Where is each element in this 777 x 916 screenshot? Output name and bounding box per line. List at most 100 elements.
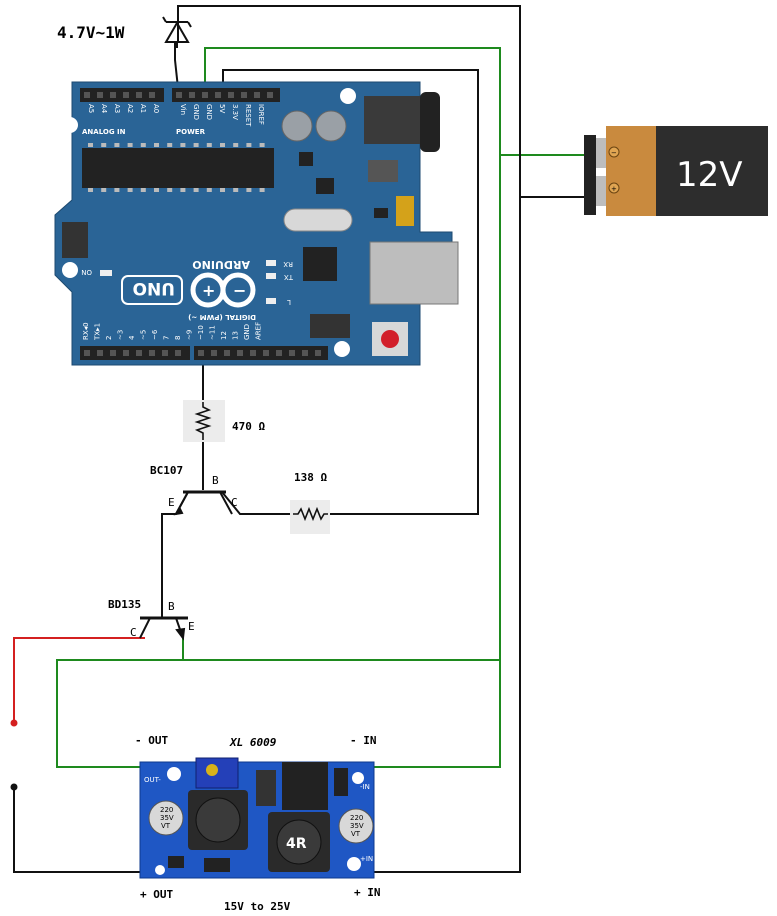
battery-label: 12V	[676, 155, 743, 195]
header-hole	[276, 350, 282, 356]
wire-zener-vin	[174, 42, 179, 89]
converter-cap-in	[338, 808, 374, 844]
resistor-470-label: 470 Ω	[232, 420, 265, 433]
digital-pin-label: 4	[128, 335, 136, 340]
bc107-label: BC107	[150, 464, 183, 477]
power-pin-label: GND	[205, 104, 213, 120]
chip-leg	[167, 188, 173, 192]
arduino-logo: + −	[190, 272, 256, 308]
chip-leg	[233, 143, 239, 147]
header-power	[172, 88, 280, 102]
led-on-label: ON	[81, 268, 92, 276]
resistor-138	[293, 506, 328, 522]
bd135-collector-label: C	[130, 626, 137, 639]
chip-leg	[114, 143, 120, 147]
cap-in-l2: 35V	[350, 822, 364, 830]
wire-out-minus	[56, 659, 183, 768]
header-hole	[224, 350, 230, 356]
power-pin-label: Vin	[179, 104, 187, 115]
wire-gnd-converter-in	[365, 155, 501, 768]
chip-leg	[180, 188, 186, 192]
header-digital-high	[194, 346, 328, 360]
crystal	[283, 208, 353, 232]
xl6009-chip	[256, 770, 276, 806]
wire-collector	[221, 491, 293, 515]
chip-leg	[127, 188, 133, 192]
header-hole	[254, 92, 260, 98]
header-hole	[84, 350, 90, 356]
wire-emitter-out-minus	[182, 638, 500, 661]
header-hole	[84, 92, 90, 98]
battery-neg-sign: −	[611, 149, 617, 157]
header-hole	[110, 92, 116, 98]
digital-pin-label: TX▸1	[94, 323, 102, 341]
digital-pin-label: ~6	[151, 329, 159, 340]
bd135-emitter-label: E	[188, 620, 195, 633]
digital-pin-label: ~5	[140, 330, 148, 340]
chip-leg	[167, 143, 173, 147]
chip-leg	[101, 143, 107, 147]
header-hole	[198, 350, 204, 356]
wire-gnd-battery	[204, 47, 592, 156]
wire-zener-battery	[177, 5, 592, 198]
chip-leg	[246, 188, 252, 192]
header-hole	[302, 350, 308, 356]
analog-pin-label: A1	[139, 104, 147, 113]
chip-leg	[206, 143, 212, 147]
wire-collector-out	[13, 637, 145, 723]
power-pin-label: 5V	[218, 104, 226, 113]
header-hole	[123, 350, 129, 356]
header-hole	[136, 350, 142, 356]
header-hole	[136, 92, 142, 98]
output-terminal-positive	[10, 719, 18, 727]
chip-leg	[193, 143, 199, 147]
wire-plus-out	[13, 787, 148, 873]
analog-pin-label: A5	[87, 104, 95, 113]
analog-pin-label: A4	[100, 104, 108, 114]
svg-text:+: +	[202, 281, 215, 300]
output-terminal-negative	[10, 783, 18, 791]
power-pin-label: IOREF	[257, 104, 265, 125]
battery-12v: − + 12V	[584, 126, 768, 216]
chip-leg	[180, 143, 186, 147]
zener-diode	[162, 16, 192, 48]
header-hole	[149, 350, 155, 356]
header-hole	[97, 92, 103, 98]
header-hole	[289, 350, 295, 356]
usb-port	[369, 241, 459, 305]
digital-pin-label: 13	[232, 331, 240, 340]
wire-battery-converter-in	[365, 197, 521, 873]
cap-in-l3: VT	[351, 830, 361, 838]
digital-pin-label: RX◂0	[82, 322, 90, 340]
cap-out-l3: VT	[161, 822, 171, 830]
chip-leg	[220, 143, 225, 147]
header-hole	[315, 350, 321, 356]
arduino-brand: ARDUINO	[192, 258, 250, 271]
led-l-label: L	[287, 298, 291, 306]
header-digital-low	[80, 346, 190, 360]
zener-label: 4.7V~1W	[57, 23, 125, 42]
wire-darlington	[161, 491, 189, 618]
chip-leg	[193, 188, 199, 192]
chip-leg	[206, 188, 212, 192]
chip-leg	[246, 143, 252, 147]
cap-in-l1: 220	[350, 814, 363, 822]
digital-pin-label: ~3	[117, 330, 125, 340]
chip-leg	[154, 188, 159, 192]
chip-leg	[88, 143, 93, 147]
power-pin-label: RESET	[244, 104, 252, 127]
bd135-label: BD135	[108, 598, 141, 611]
digital-pin-label: 12	[220, 331, 228, 340]
chip-leg	[140, 188, 146, 192]
atmega-chip	[82, 148, 274, 188]
digital-section-label: DIGITAL (PWM ~)	[188, 313, 256, 321]
header-hole	[97, 350, 103, 356]
digital-pin-label: ~11	[209, 325, 217, 340]
digital-pin-label: 7	[163, 336, 171, 340]
header-hole	[149, 92, 155, 98]
chip-leg	[140, 143, 146, 147]
bc107-base-label: B	[212, 474, 219, 487]
chip-leg	[154, 143, 159, 147]
battery-pos-sign: +	[611, 185, 617, 193]
